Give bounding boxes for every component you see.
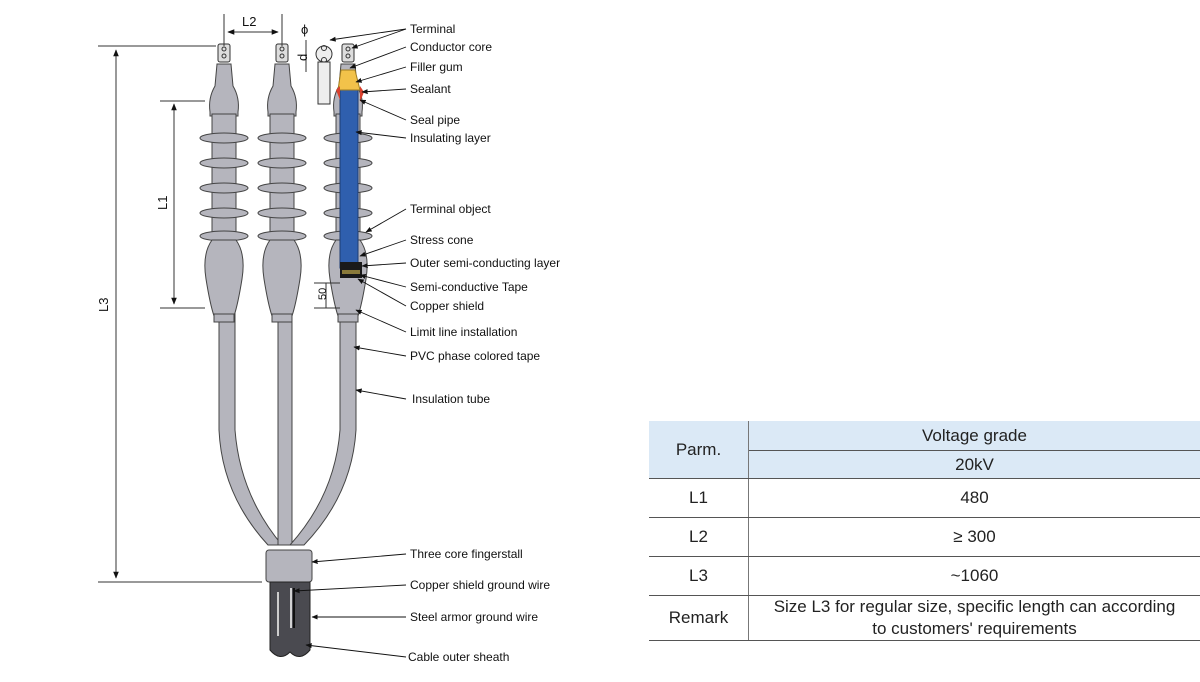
- cable-termination-diagram: ϕ d L2 L1 L3 50: [96, 14, 560, 664]
- dim-l1: L1: [155, 196, 170, 210]
- label-seal-pipe: Seal pipe: [410, 113, 460, 127]
- table-row: L1 480: [649, 478, 1200, 518]
- label-three-core-fingerstall: Three core fingerstall: [410, 547, 523, 561]
- header-parm: Parm.: [649, 421, 749, 479]
- label-filler-gum: Filler gum: [410, 60, 463, 74]
- dim-phi: ϕ: [301, 22, 308, 37]
- table-row-remark: Remark Size L3 for regular size, specifi…: [649, 595, 1200, 641]
- insulating-layer: [339, 87, 359, 269]
- cable-outer-sheath: [269, 581, 311, 657]
- label-copper-shield-ground-wire: Copper shield ground wire: [410, 578, 550, 592]
- label-outer-semi-conducting-layer: Outer semi-conducting layer: [410, 256, 560, 270]
- dim-l3: L3: [96, 298, 111, 312]
- header-voltage-value: 20kV: [748, 450, 1200, 479]
- row-value: ≥ 300: [748, 517, 1200, 557]
- dim-d: d: [295, 54, 310, 61]
- lug-detail: ϕ d: [295, 22, 333, 105]
- label-steel-armor-ground-wire: Steel armor ground wire: [410, 610, 538, 624]
- label-copper-shield: Copper shield: [410, 299, 484, 313]
- filler-gum: [337, 69, 361, 91]
- label-pvc-phase-colored-tape: PVC phase colored tape: [410, 349, 540, 363]
- three-core-fingerstall: [265, 549, 313, 583]
- spec-table: Parm. Voltage grade 20kV L1 480 L2 ≥ 300…: [649, 421, 1200, 641]
- header-voltage-grade: Voltage grade: [748, 421, 1200, 451]
- label-stress-cone: Stress cone: [410, 233, 474, 247]
- label-limit-line-installation: Limit line installation: [410, 325, 517, 339]
- label-terminal: Terminal: [410, 22, 455, 36]
- remark-value: Size L3 for regular size, specific lengt…: [748, 595, 1200, 641]
- row-param: L1: [649, 478, 749, 518]
- dim-l2: L2: [242, 14, 256, 29]
- label-insulating-layer: Insulating layer: [410, 131, 491, 145]
- label-cable-outer-sheath: Cable outer sheath: [408, 650, 509, 664]
- table-row: L3 ~1060: [649, 556, 1200, 596]
- sealant: [336, 86, 364, 102]
- label-insulation-tube: Insulation tube: [412, 392, 490, 406]
- row-value: ~1060: [748, 556, 1200, 596]
- table-header-row: 20kV: [649, 450, 1200, 479]
- label-conductor-core: Conductor core: [410, 40, 492, 54]
- remark-line-2: to customers' requirements: [872, 619, 1077, 638]
- row-value: 480: [748, 478, 1200, 518]
- label-sealant: Sealant: [410, 82, 451, 96]
- label-semi-conductive-tape: Semi-conductive Tape: [410, 280, 528, 294]
- row-param: L2: [649, 517, 749, 557]
- table-row: L2 ≥ 300: [649, 517, 1200, 557]
- remark-param: Remark: [649, 595, 749, 641]
- table-header-row: Parm. Voltage grade: [649, 421, 1200, 479]
- row-param: L3: [649, 556, 749, 596]
- label-terminal-object: Terminal object: [410, 202, 491, 216]
- remark-line-1: Size L3 for regular size, specific lengt…: [773, 597, 1176, 616]
- dim-50: 50: [317, 288, 329, 300]
